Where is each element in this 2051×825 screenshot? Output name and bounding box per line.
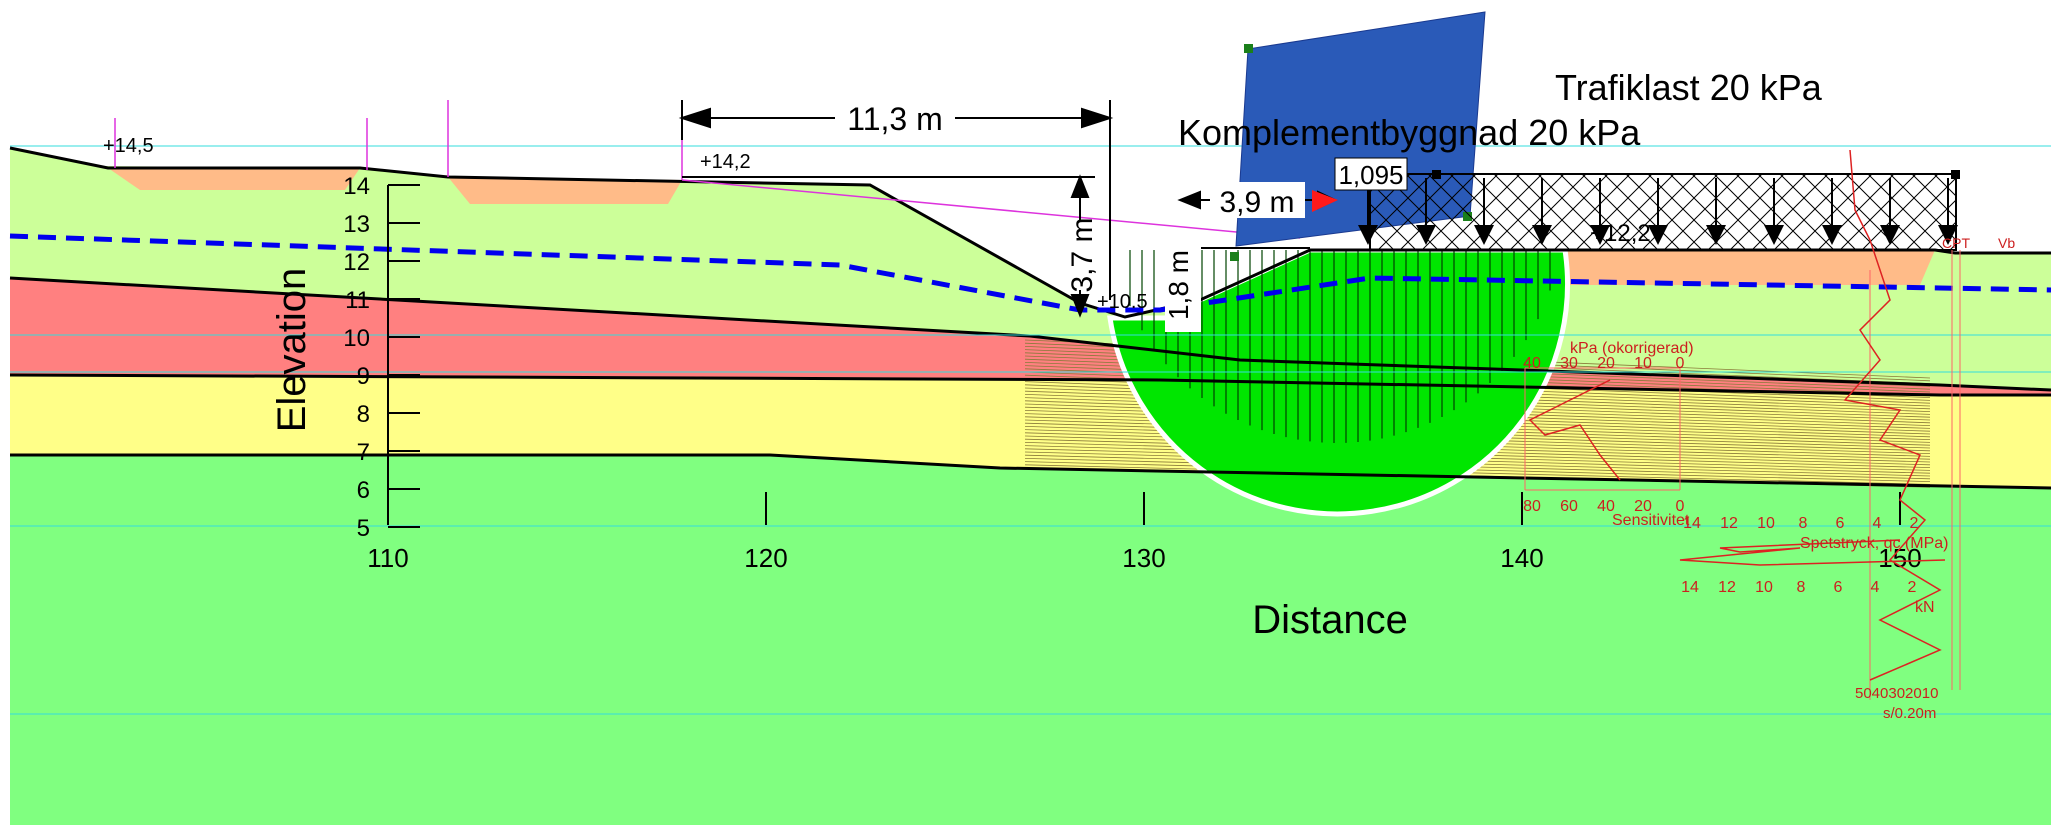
traffic-load-label: Trafiklast 20 kPa [1555,67,1823,108]
qc-ticks-label: 2 [1910,515,1919,532]
load-arrow-head [1938,225,1958,245]
y-tick-label: 7 [357,439,370,466]
load-arrow-head [1764,225,1784,245]
shear-ticks: 40 30 20 10 0 [1523,355,1684,372]
kn-ticks-label: 6 [1834,579,1843,596]
kn-ticks-label: 8 [1797,579,1806,596]
y-tick-label: 9 [357,363,370,390]
base-green-layer [10,455,2051,825]
qc-ticks-label: 6 [1836,515,1845,532]
x-tick-label: 120 [744,543,787,573]
qc-label: Spetstryck, qc (MPa) [1800,535,1948,552]
dimension-label-bg [1060,220,1100,290]
load-arrow-head [1532,225,1552,245]
traffic-load-arrows [1358,178,1958,245]
vb-probe-label: Vb [1998,235,2015,251]
qc-ticks-label: 4 [1873,515,1882,532]
dimension-horizontal-label: 11,3 m [847,101,942,137]
road-elevation: +12,2 [1590,220,1651,247]
dimension-vertical-label: 3,7 m [1066,217,1099,292]
load-arrow-head [1358,225,1378,245]
middle-crest-elevation: +14,2 [700,151,751,173]
y-tick-label: 12 [343,249,370,276]
cyan-grid [10,145,2051,715]
sensitivity-ticks: 80 60 40 20 0 [1523,498,1684,515]
qc-ticks: 14 12 10 8 6 4 2 [1683,515,1918,532]
ditch-elevation: +10.5 [1097,291,1148,313]
y-tick-label: 10 [343,325,370,352]
x-tick-label: 110 [367,543,408,573]
x-tick-label: 130 [1122,543,1165,573]
left-embankment [108,168,360,190]
shear-ticks-label: 10 [1634,355,1652,372]
hatch-line [1024,461,1931,485]
dimension-offset-label: 3,9 m [1219,186,1294,219]
sens-ticks-label: 0 [1676,498,1685,515]
load-corner-marker [1951,170,1960,179]
load-arrow-head [1706,225,1726,245]
middle-embankment [448,177,682,204]
y-tick-label: 5 [357,515,370,542]
y-tick-label: 8 [357,401,370,428]
load-arrow-head [1590,225,1610,245]
boundary-red-yellow [9,373,2051,397]
shear-ticks-label: 30 [1560,355,1578,372]
qc-ticks-label: 14 [1683,515,1701,532]
traffic-load-block [1369,173,1957,251]
safety-factor-box [1334,157,1408,191]
y-tick-label: 13 [343,211,370,238]
y-tick-label: 6 [357,477,370,504]
load-arrow-head [1474,225,1494,245]
groundwater-line [9,233,2051,313]
elevation-axis: 5 6 7 8 9 10 11 12 13 14 [343,173,420,542]
shear-ticks-label: 0 [1676,355,1685,372]
sens-ticks-label: 80 [1523,498,1541,515]
kn-label: kN [1915,599,1935,616]
sens-ticks-label: 20 [1634,498,1652,515]
hatch-line [1024,458,1931,482]
dimension-depth-label: 1,8 m [1163,250,1194,320]
boundary-clay-red [9,276,2051,392]
load-arrow-head [1822,225,1842,245]
sounding-ticks: 5040302010 [1855,685,1938,702]
load-corner-marker [1432,170,1441,179]
kn-ticks-label: 10 [1755,579,1773,596]
dimension-label-bg [1165,238,1201,332]
sounding-unit: s/0.20m [1883,705,1936,722]
left-crest-elevation: +14,5 [103,135,154,157]
shear-ticks-label: 40 [1523,355,1541,372]
sens-ticks-label: 60 [1560,498,1578,515]
red-marker-icon [1312,190,1338,212]
load-arrow-head [1648,225,1668,245]
x-tick-label: 140 [1500,543,1543,573]
qc-ticks-label: 8 [1799,515,1808,532]
right-embankment [1560,250,1935,285]
cpt-probe-label: CPT [1942,235,1970,251]
x-axis-label: Distance [1252,598,1408,642]
kn-ticks-label: 4 [1871,579,1880,596]
y-tick-label: 11 [345,287,370,314]
qc-ticks-label: 12 [1720,515,1738,532]
load-arrow-head [1880,225,1900,245]
y-axis-label: Elevation [270,268,314,433]
qc-ticks-label: 10 [1757,515,1775,532]
kn-ticks: 14 12 10 8 6 4 2 [1681,579,1916,596]
sensitivity-label: Sensitivitet [1612,512,1690,529]
sens-ticks-label: 40 [1597,498,1615,515]
load-arrow-head [1416,225,1436,245]
safety-factor-label: 1,095 [1338,160,1403,190]
kn-ticks-label: 2 [1908,579,1917,596]
shear-ticks-label: 20 [1597,355,1615,372]
y-tick-label: 14 [343,173,370,200]
dimension-label-bg [1210,182,1305,218]
dimension-label-bg [835,100,955,136]
shear-axis-title: kPa (okorrigerad) [1570,340,1694,357]
kn-ticks-label: 12 [1718,579,1736,596]
kn-ticks-label: 14 [1681,579,1699,596]
building-load-label: Komplementbyggnad 20 kPa [1178,112,1641,153]
